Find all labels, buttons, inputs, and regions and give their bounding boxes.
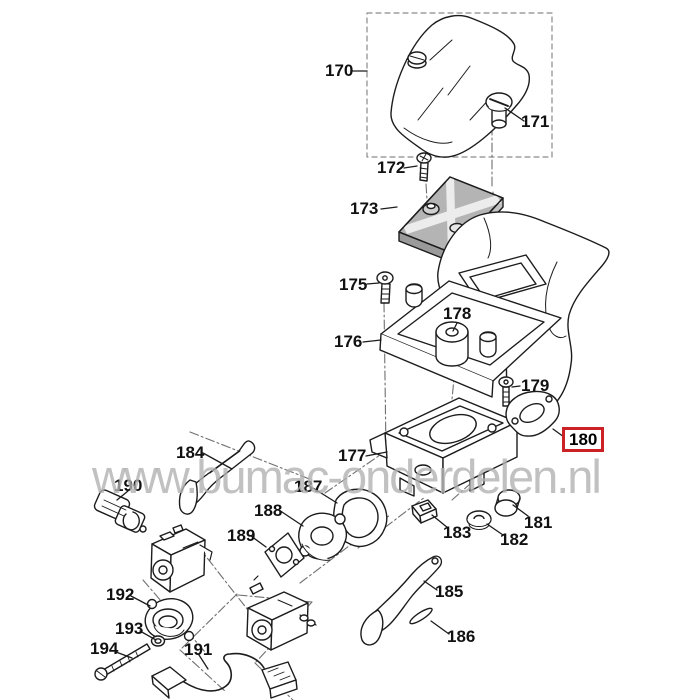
part-drawing-fuel-filter-190 xyxy=(93,489,147,533)
part-label-182: 182 xyxy=(500,530,529,549)
part-drawing-screw-172 xyxy=(416,152,432,182)
part-label-181: 181 xyxy=(524,513,553,532)
part-drawing-carburetor-lower xyxy=(246,575,317,651)
part-label-184: 184 xyxy=(176,443,205,462)
part-label-190: 190 xyxy=(114,476,143,495)
part-drawing-flange-188 xyxy=(298,512,348,561)
part-label-173: 173 xyxy=(350,199,379,218)
part-drawing-bolt-194 xyxy=(94,643,151,681)
part-drawing-carburetor-upper xyxy=(122,511,213,593)
part-drawing-gasket-180 xyxy=(505,390,560,437)
part-label-185: 185 xyxy=(435,582,464,601)
part-drawing-screw-175 xyxy=(376,271,394,304)
part-label-193: 193 xyxy=(115,619,144,638)
part-drawing-gasket-189 xyxy=(264,532,305,578)
part-drawing-carb-box-177 xyxy=(369,397,518,497)
part-drawing-washer-193 xyxy=(150,635,166,647)
part-drawing-cover-170 xyxy=(390,14,531,158)
part-label-186: 186 xyxy=(447,627,476,646)
group-box-170 xyxy=(366,12,553,158)
part-drawing-elbow-192 xyxy=(144,598,195,642)
part-label-189: 189 xyxy=(227,526,256,545)
part-drawing-grommet-183 xyxy=(411,499,438,524)
part-label-170: 170 xyxy=(325,61,354,80)
part-label-178: 178 xyxy=(443,304,472,323)
part-label-187: 187 xyxy=(294,477,323,496)
part-drawing-knob-171 xyxy=(485,92,513,129)
part-label-194: 194 xyxy=(90,639,119,658)
part-label-172: 172 xyxy=(377,158,406,177)
part-drawing-spacer-178 xyxy=(435,321,469,367)
part-drawing-pin-186 xyxy=(409,607,433,625)
part-drawing-wire-191 xyxy=(151,652,298,699)
part-label-188: 188 xyxy=(254,501,283,520)
part-drawing-housing-176 xyxy=(379,211,610,416)
part-drawing-lever-184 xyxy=(178,440,256,515)
part-label-192: 192 xyxy=(106,585,135,604)
part-drawing-arm-185 xyxy=(360,555,443,646)
part-label-179: 179 xyxy=(521,376,550,395)
part-label-191: 191 xyxy=(184,640,213,659)
part-drawing-plug-181 xyxy=(494,489,521,517)
part-label-175: 175 xyxy=(339,275,368,294)
part-drawing-grommet-182 xyxy=(466,510,492,530)
part-label-171: 171 xyxy=(521,112,550,131)
part-label-177: 177 xyxy=(338,446,367,465)
part-label-183: 183 xyxy=(443,523,472,542)
part-label-180-highlighted: 180 xyxy=(562,427,605,452)
part-label-176: 176 xyxy=(334,332,363,351)
